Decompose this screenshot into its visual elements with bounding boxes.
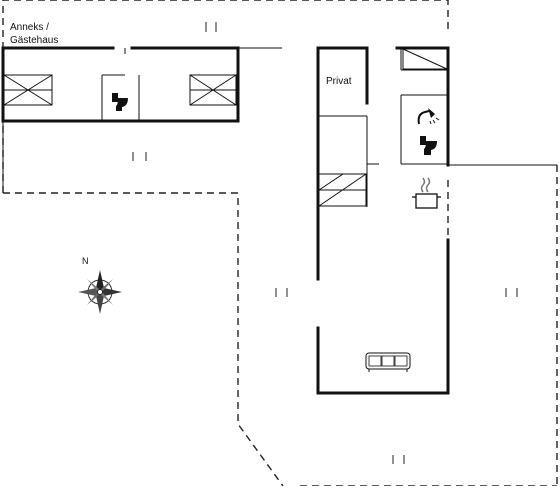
compass-rose-icon (78, 270, 122, 314)
bed-icon (318, 173, 367, 207)
dimension-ticks (132, 22, 518, 464)
annex-label-line2: Gästehaus (10, 35, 58, 46)
toilet-icon (420, 136, 437, 155)
cooking-pot-icon (412, 177, 441, 209)
toilet-icon (112, 93, 128, 111)
compass-north-label: N (82, 256, 89, 266)
private-room-label: Privat (326, 76, 352, 87)
sofa-icon (365, 352, 411, 372)
bed-icon (189, 74, 237, 106)
shower-icon (417, 108, 440, 125)
bed-icon (402, 48, 448, 70)
main-house (316, 46, 557, 395)
bed-icon (3, 74, 53, 106)
terrace-outline (2, 0, 449, 193)
terrace-outline-left (3, 192, 284, 486)
annex-building (1, 46, 282, 193)
annex-label-line1: Anneks / (10, 22, 49, 33)
